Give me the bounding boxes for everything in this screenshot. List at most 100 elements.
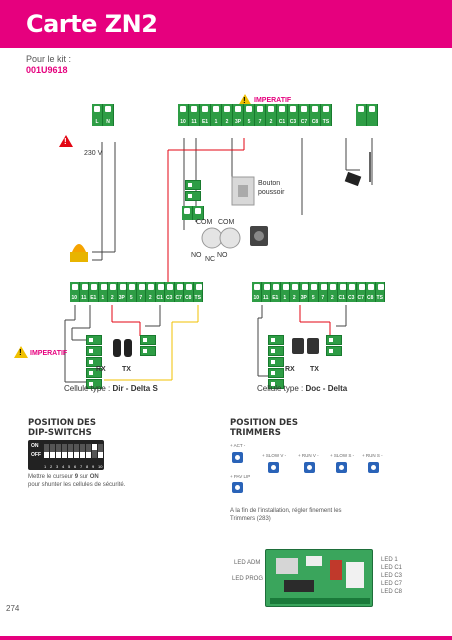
terminal: 10 xyxy=(252,282,262,302)
terminal: 7 xyxy=(136,282,146,302)
terminal: 7 xyxy=(255,104,266,126)
caption-left: Cellule type : Dir - Delta S xyxy=(64,384,158,393)
dip-switch xyxy=(98,444,103,458)
trimmer-act-icon xyxy=(232,452,243,463)
terminal-label: C7 xyxy=(357,295,364,301)
terminal: 2 xyxy=(266,104,277,126)
terminal-label: 7 xyxy=(258,119,262,125)
terminal: C1 xyxy=(277,104,288,126)
caption-right-prefix: Cellule type : xyxy=(257,384,306,393)
terminal: 5 xyxy=(244,104,255,126)
dip-number: 7 xyxy=(80,464,83,469)
terminal: 5 xyxy=(127,282,137,302)
terminal: TS xyxy=(193,282,203,302)
terminal-label: C3 xyxy=(166,295,173,301)
terminal-label: 2 xyxy=(330,295,334,301)
dip-note-mid: sur xyxy=(78,474,90,480)
trimmer-slow-v-icon xyxy=(268,462,279,473)
terminal-label: 2 xyxy=(225,119,229,125)
led-label: LED C7 xyxy=(381,581,403,587)
terminal-label: 7 xyxy=(321,295,325,301)
terminal: 1 xyxy=(98,282,108,302)
terminal-label: C8 xyxy=(367,295,374,301)
dip-number: 9 xyxy=(92,464,95,469)
dip-note-line1: Mettre le curseur 9 sur ON xyxy=(28,474,99,480)
trimmer-slow-s-icon xyxy=(336,462,347,473)
terminal: 10 xyxy=(178,104,189,126)
imperatif-left-label: IMPERATIF xyxy=(30,350,68,357)
terminal: N xyxy=(103,104,114,126)
tx-left-terminals xyxy=(140,335,156,357)
kit-label: Pour le kit : xyxy=(26,54,72,64)
trimmer-pav-icon xyxy=(232,482,243,493)
terminal: E1 xyxy=(200,104,211,126)
terminal-label: 2 xyxy=(148,295,152,301)
dip-switch xyxy=(44,444,49,458)
terminal-label: TS xyxy=(376,295,383,301)
terminal: 7 xyxy=(318,282,328,302)
rx-left-label: RX xyxy=(96,366,106,373)
terminal-label: 3P xyxy=(234,119,242,125)
terminal-label: 2 xyxy=(269,119,273,125)
terminal: C8 xyxy=(366,282,376,302)
terminal-label: 3P xyxy=(300,295,307,301)
terminal-label: N xyxy=(106,119,110,125)
terminal: 1 xyxy=(280,282,290,302)
push-button-label-1: Bouton xyxy=(258,180,281,187)
trimmers-title-line1: POSITION DES xyxy=(230,418,298,428)
terminal: C3 xyxy=(165,282,175,302)
terminal-label: 5 xyxy=(129,295,133,301)
trimmers-title-line2: TRIMMERS xyxy=(230,428,281,438)
led-label: LED C3 xyxy=(381,573,403,579)
terminal-label: 10 xyxy=(253,295,260,301)
terminal-label: C1 xyxy=(278,119,286,125)
led-prog-label: LED PROG xyxy=(232,576,263,582)
dip-switch xyxy=(74,444,79,458)
terminal-label: C7 xyxy=(300,119,308,125)
dip-number: 8 xyxy=(86,464,89,469)
terminal: C3 xyxy=(288,104,299,126)
terminal-label: E1 xyxy=(272,295,279,301)
terminal: 2 xyxy=(146,282,156,302)
terminal: 2 xyxy=(108,282,118,302)
terminal: C7 xyxy=(299,104,310,126)
trimmers-note-line2: Trimmers (283) xyxy=(230,516,271,522)
terminal-label: TS xyxy=(322,119,330,125)
terminal-label: 1 xyxy=(214,119,218,125)
terminal: E1 xyxy=(271,282,281,302)
trimmers-title: POSITION DES TRIMMERS xyxy=(230,418,298,438)
trimmers-note-line1: A la fin de l'installation, régler finem… xyxy=(230,508,342,514)
led-adm-label: LED ADM xyxy=(234,560,260,567)
trim-act-label: + ACT - xyxy=(230,443,246,448)
kit-code: 001U9618 xyxy=(26,65,68,75)
tx-right-terminals xyxy=(326,335,342,357)
warning-icon xyxy=(59,135,73,147)
dip-number: 2 xyxy=(50,464,53,469)
terminal-label: 10 xyxy=(180,119,186,125)
terminal: C8 xyxy=(184,282,194,302)
trim-slow-v-label: + SLOW V - xyxy=(262,453,287,458)
warning-imperatif-left-icon xyxy=(14,346,28,358)
dip-title: POSITION DES DIP-SWITCHS xyxy=(28,418,96,438)
led-label: LED C1 xyxy=(381,565,403,571)
terminal: 11 xyxy=(189,104,200,126)
terminal: 2 xyxy=(328,282,338,302)
rx-right-terminals xyxy=(268,335,284,390)
terminal-label: C8 xyxy=(311,119,319,125)
trim-run-s-label: + RUN S - xyxy=(362,453,383,458)
caption-left-value: Dir - Delta S xyxy=(112,384,158,393)
board-image xyxy=(265,549,373,607)
antenna-terminal-block xyxy=(356,104,378,126)
terminal-label: 2 xyxy=(110,295,114,301)
page-header: Carte ZN2 xyxy=(0,0,452,48)
dip-switch xyxy=(86,444,91,458)
terminal: 1 xyxy=(211,104,222,126)
led-adm-text: LED ADM xyxy=(234,560,261,566)
terminal: 11 xyxy=(261,282,271,302)
no-label-1: NO xyxy=(191,252,202,259)
terminal: C7 xyxy=(174,282,184,302)
page-number: 274 xyxy=(6,604,20,613)
terminal: L xyxy=(92,104,103,126)
